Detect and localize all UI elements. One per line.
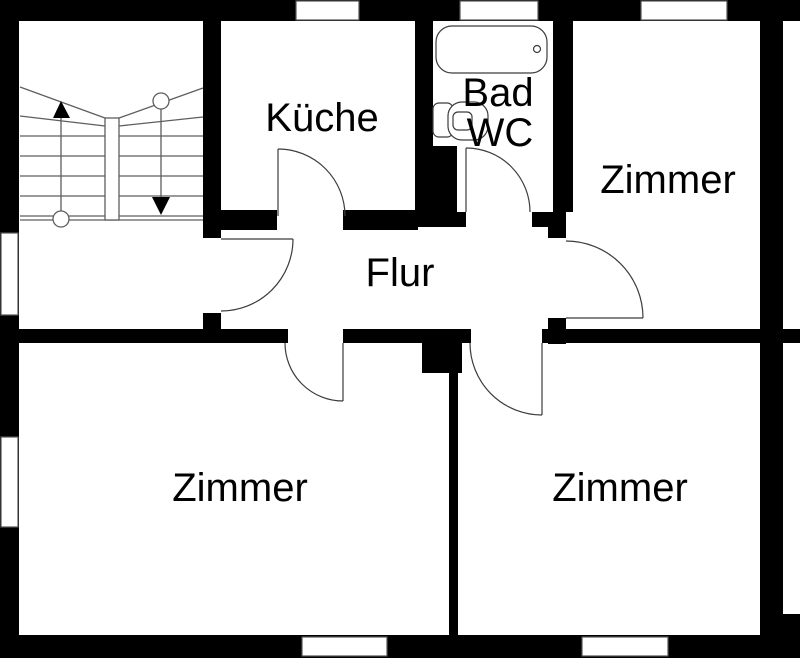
wall-stairwell-east-stub: [203, 313, 221, 331]
stair-line-1: [19, 86, 106, 119]
wall-bad-east: [553, 21, 573, 212]
wall-kueche-east: [415, 21, 433, 227]
room-label-zimmer-bottom-left: Zimmer: [172, 466, 308, 510]
wall-outer-top: [0, 0, 800, 21]
window-left-landing: [0, 232, 19, 316]
window-top-bad: [459, 0, 539, 21]
window-top-zimmer: [640, 0, 728, 21]
door-wc-swing-arc: [465, 147, 531, 213]
window-left-zimmer: [0, 436, 19, 528]
stair-down-walkline-arrow-icon: [152, 197, 170, 215]
stair-up-walkline-arrow-icon: [53, 101, 70, 118]
window-bottom-zimmer-bl: [301, 636, 388, 657]
bathtub-drain-icon: [532, 44, 542, 54]
wall-wc-south-west-stub: [457, 212, 466, 227]
window-top-kueche: [295, 0, 360, 21]
wall-stairwell-east-upper: [203, 21, 221, 238]
room-label-zimmer-top-right: Zimmer: [600, 158, 736, 202]
wall-flur-north-east: [343, 210, 418, 230]
door-zimmer-tr-swing-arc: [565, 240, 644, 319]
room-label-flur: Flur: [366, 251, 435, 295]
wall-flur-north-west: [203, 210, 277, 230]
wall-divider-left: [0, 329, 288, 343]
door-entrance-swing-arc: [220, 238, 294, 312]
door-zimmer-bl-swing-arc: [284, 342, 344, 402]
wall-bottom-divider: [449, 373, 458, 635]
room-label-kueche: Küche: [265, 96, 378, 140]
stair-up-walkline-start-circle: [52, 210, 70, 228]
wall-divider-junction: [422, 329, 462, 373]
wall-wc-pier: [433, 146, 457, 227]
wall-outer-bottom: [0, 635, 800, 658]
stair-line-3: [19, 115, 106, 127]
toilet-seat-icon: [452, 111, 473, 131]
window-bottom-zimmer-br: [581, 636, 669, 657]
room-label-zimmer-bottom-right: Zimmer: [552, 466, 688, 510]
room-label-wc: WC: [467, 111, 534, 155]
wall-divider-right: [542, 329, 800, 343]
stair-down-walkline-start-circle: [152, 92, 170, 110]
stair-newel: [104, 117, 120, 221]
door-zimmer-br-swing-arc: [469, 342, 543, 416]
wall-zimmer-tr-west-upper: [548, 212, 566, 238]
room-label-bad: Bad: [462, 71, 533, 115]
bathtub-icon: [435, 25, 548, 74]
wall-right-stub-bottom: [783, 614, 800, 658]
door-kueche-swing-arc: [277, 148, 346, 217]
